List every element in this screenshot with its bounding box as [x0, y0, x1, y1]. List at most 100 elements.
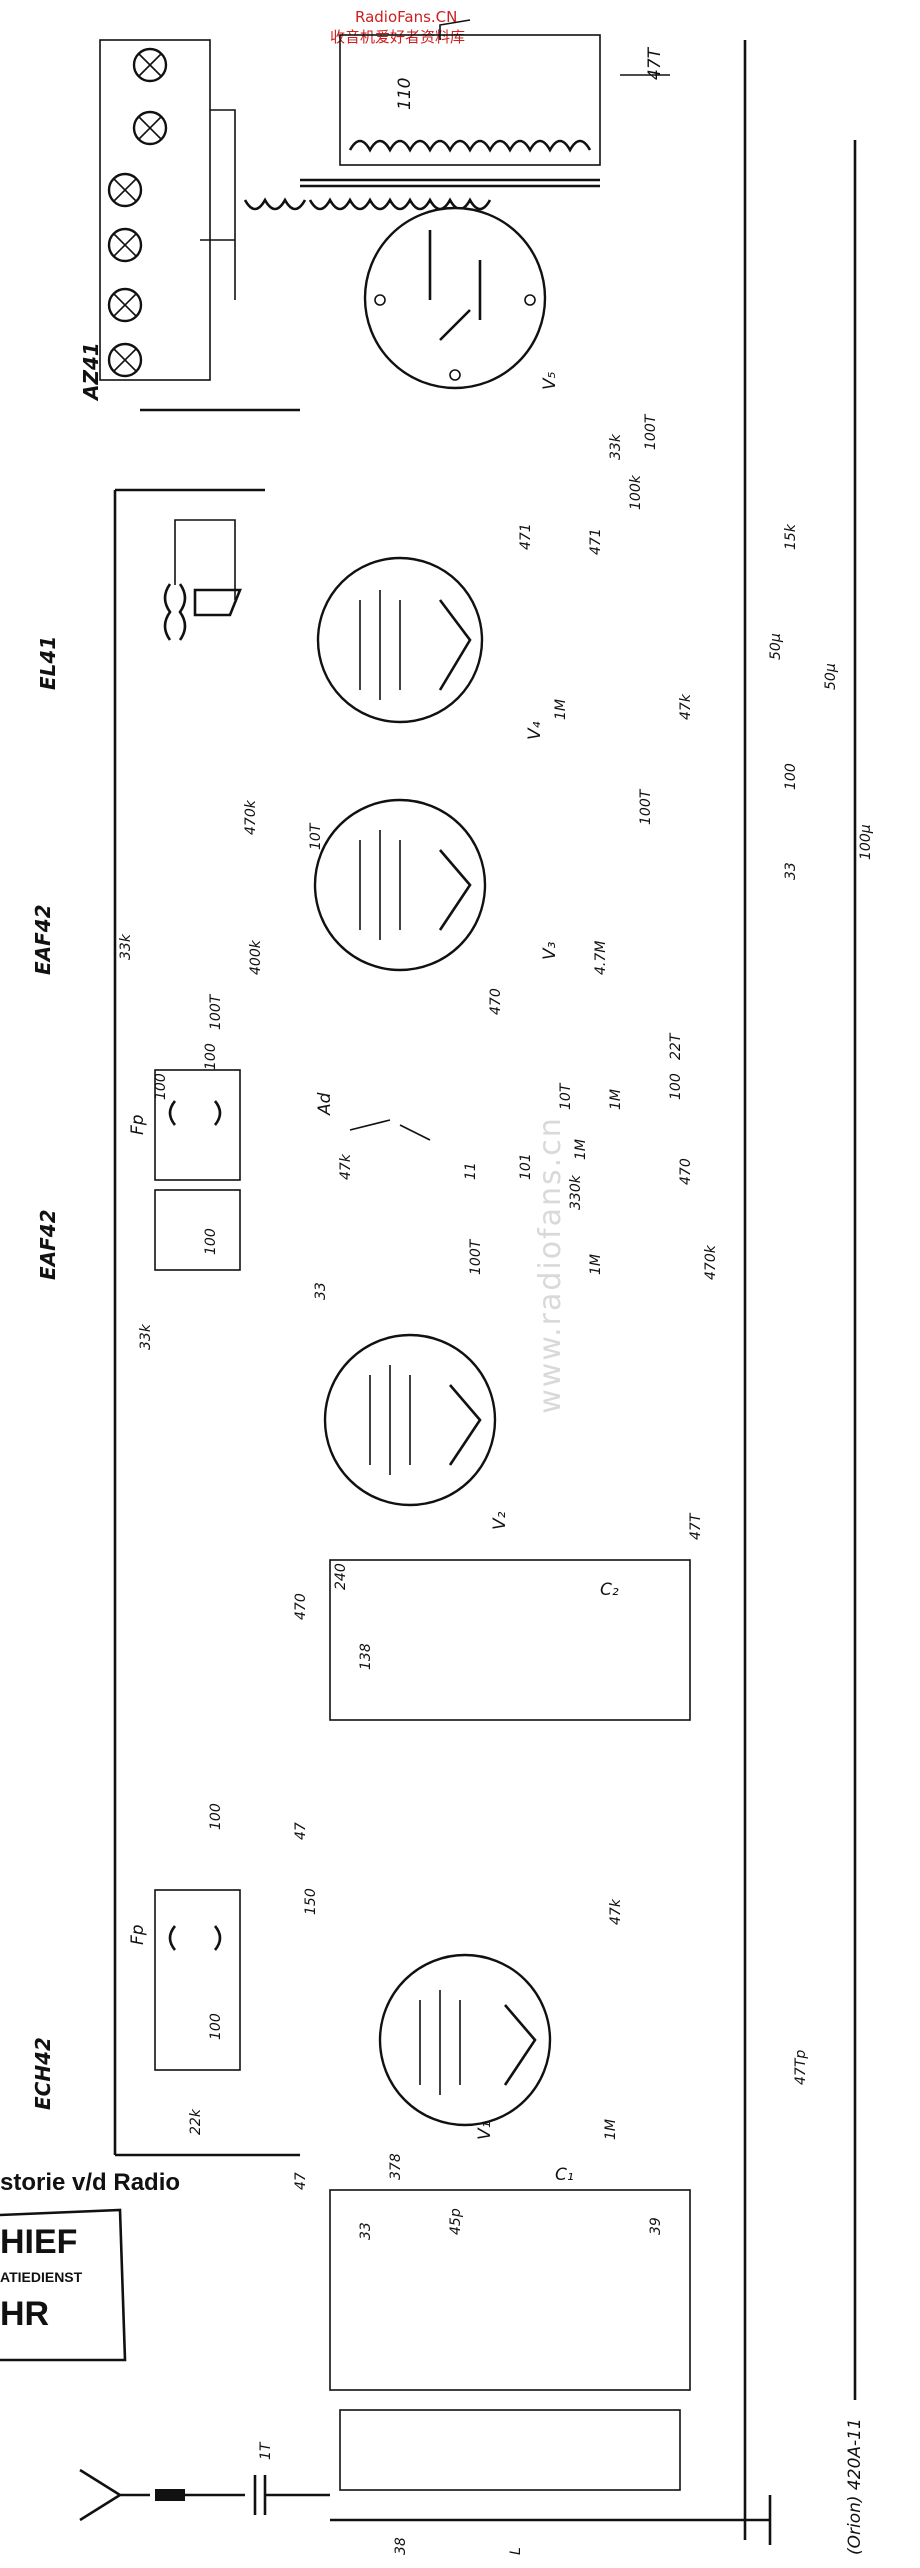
label-c-470-c: 470 [293, 1593, 309, 1620]
label-r-33k-c: 33k [138, 1323, 154, 1350]
v2-ref-label: V₂ [490, 1511, 510, 1530]
label-c-10t-b: 10T [558, 1082, 574, 1110]
label-r-47k-c: 47k [608, 1898, 624, 1925]
stamp-line-1: storie v/d Radio [0, 2169, 180, 2196]
archive-stamp: storie v/d Radio HIEF ATIEDIENST HR [0, 2169, 180, 2362]
fp-lower-label: Fp [128, 1924, 148, 1945]
label-c-11: 11 [463, 1162, 479, 1180]
label-c-471-b: 471 [588, 528, 604, 555]
label-r-150: 150 [303, 1888, 319, 1915]
stamp-line-4: HR [0, 2295, 49, 2333]
speaker-icon [193, 588, 242, 617]
label-c-45p: 45p [448, 2208, 464, 2235]
v3-ref-label: V₃ [540, 941, 560, 960]
ech42-type-label: ECH42 [31, 2037, 55, 2110]
label-r-47k-a: 47k [678, 693, 694, 720]
label-r-47k-b: 47k [338, 1153, 354, 1180]
v4-ref-label: V₄ [525, 721, 545, 740]
stamp-line-2: HIEF [0, 2223, 77, 2261]
label-r-33k-a: 33k [608, 433, 624, 460]
label-c-47t-top: 47T [645, 46, 665, 80]
rectifier-section: 110 AZ41 V₅ [79, 19, 670, 402]
label-c-c2: C₂ [600, 1580, 619, 1600]
label-c-100-e: 100 [208, 2013, 224, 2040]
label-r-33k-b: 33k [118, 933, 134, 960]
label-r-470k-a: 470k [243, 799, 259, 835]
label-c-47: 47 [293, 1822, 309, 1840]
label-c-1t: 1T [258, 2441, 274, 2460]
mixer-stage: ECH42 V₁ Fp [31, 1889, 552, 2140]
antenna-icon [79, 2468, 330, 2522]
label-c-378: 378 [388, 2153, 404, 2180]
label-c-100u: 100μ [858, 824, 874, 860]
watermark-site: RadioFans.CN [355, 8, 457, 26]
label-c-47-b: 47 [293, 2172, 309, 2190]
label-r-33-a: 33 [783, 862, 799, 880]
label-c-101: 101 [518, 1153, 534, 1180]
if-stage: EAF42 V₂ [36, 1189, 510, 1530]
label-r-400k: 400k [248, 939, 264, 975]
label-c-100t-d: 100T [468, 1238, 484, 1275]
label-c-100-c: 100 [203, 1228, 219, 1255]
label-c-c1: C₁ [555, 2165, 574, 2185]
label-c-39: 39 [648, 2217, 664, 2235]
label-r-1m-e: 1M [603, 2119, 619, 2140]
label-c-22t: 22T [668, 1032, 684, 1060]
label-c-100t-c: 100T [208, 993, 224, 1030]
label-c-47tp: 47Tp [793, 2050, 809, 2085]
stamp-line-3: ATIEDIENST [0, 2269, 83, 2285]
component-labels: 47T 100T 33k 100k 15k 471 471 50μ 50μ 47… [118, 46, 874, 2555]
label-r-100k-a: 100k [628, 474, 644, 510]
watermark-faint: www.radiofans.cn [533, 1116, 568, 1413]
az41-type-label: AZ41 [79, 342, 103, 402]
fp-upper-label: Fp [128, 1114, 148, 1135]
ad-switch-label: Ad [315, 1092, 335, 1116]
label-c-100-b: 100 [203, 1043, 219, 1070]
label-r-100-b: 100 [668, 1073, 684, 1100]
label-r-100-a: 100 [783, 763, 799, 790]
label-c-47t-b: 47T [688, 1512, 704, 1540]
output-stage: EL41 V₄ [36, 408, 545, 740]
label-c-471-a: 471 [518, 523, 534, 550]
label-c-100t-hum: 100T [643, 413, 659, 450]
ech42-tube-envelope [378, 1953, 552, 2127]
label-c-50u-a: 50μ [768, 633, 784, 660]
label-r-470-b: 470 [678, 1158, 694, 1185]
label-r-1m-b: 1M [608, 1089, 624, 1110]
label-c-240: 240 [333, 1563, 349, 1590]
mains-tap-label: 110 [395, 78, 415, 110]
label-r-1m-c: 1M [573, 1139, 589, 1160]
v5-ref-label: V₅ [540, 371, 560, 390]
eaf42-if-type-label: EAF42 [36, 1209, 60, 1280]
label-r-15k: 15k [783, 523, 799, 550]
label-c-33-b: 33 [358, 2222, 374, 2240]
az41-tube-envelope [363, 206, 547, 390]
power-rails [113, 40, 857, 2545]
label-c-33: 33 [313, 1282, 329, 1300]
label-c-50u-b: 50μ [823, 663, 839, 690]
coil-packs [329, 1559, 691, 2491]
label-r-47m: 4.7M [593, 941, 609, 975]
v1-ref-label: V₁ [475, 2122, 495, 2140]
eaf42-audio-type-label: EAF42 [31, 904, 55, 975]
label-l-l: L [508, 2547, 524, 2555]
label-c-470-a: 470 [488, 988, 504, 1015]
label-c-38: 38 [393, 2537, 409, 2555]
pilot-lamps [107, 47, 168, 378]
audio-stage: EAF42 V₃ Fp Ad [31, 798, 560, 1181]
label-c-100t-b: 100T [638, 788, 654, 825]
label-r-1m-a: 1M [553, 699, 569, 720]
label-r-330k: 330k [568, 1174, 584, 1210]
watermark-subtitle: 收音机爱好者资料库 [330, 28, 465, 46]
label-r-1m-d: 1M [588, 1254, 604, 1275]
label-r-470k-b: 470k [703, 1244, 719, 1280]
label-r-22k: 22k [188, 2108, 204, 2135]
el41-type-label: EL41 [36, 636, 60, 690]
label-c-10t: 10T [308, 822, 324, 850]
label-c-100-a: 100 [153, 1073, 169, 1100]
label-c-138: 138 [358, 1643, 374, 1670]
model-footer-label: (Orion) 420A-11 [845, 2418, 865, 2555]
label-c-100-d: 100 [208, 1803, 224, 1830]
